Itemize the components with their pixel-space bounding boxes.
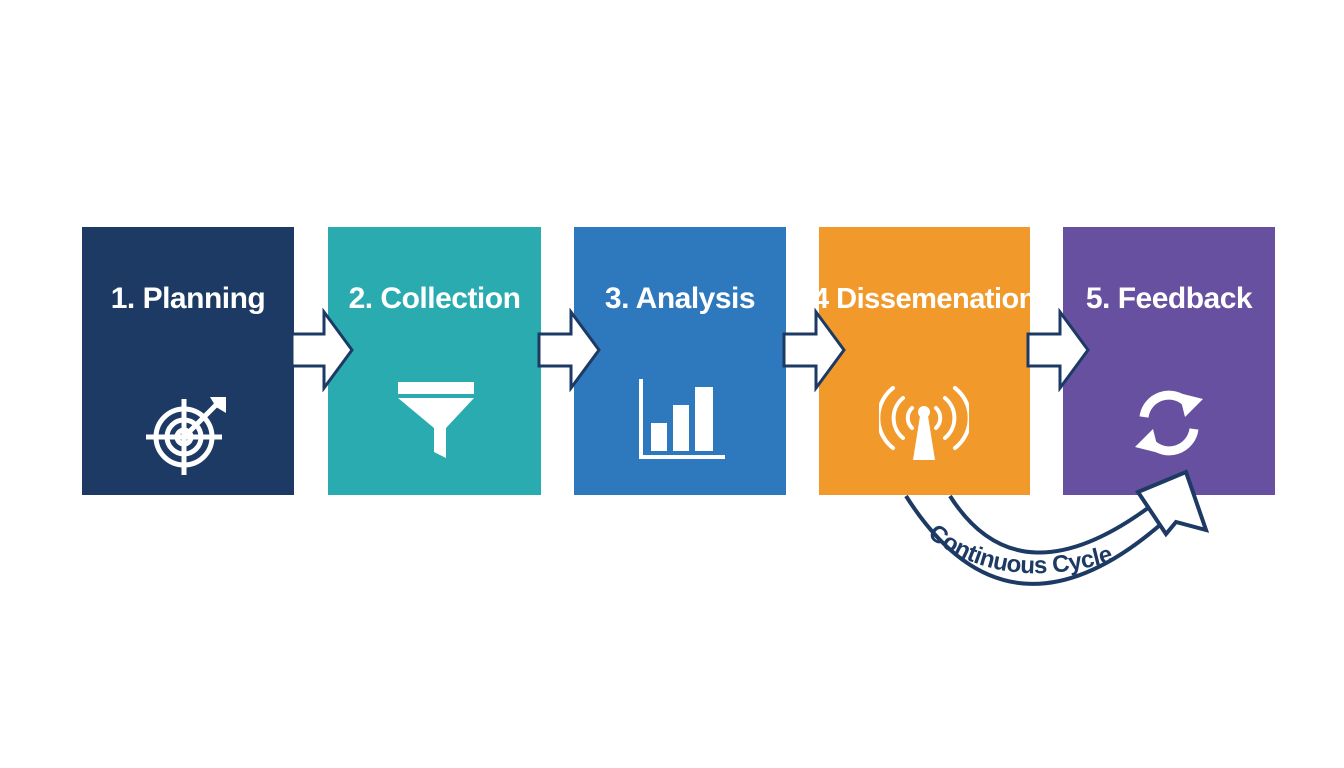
step-title-dissemination: 4 Dissemenation [813, 283, 1036, 315]
step-collection [328, 227, 541, 495]
arrow-right-icon [782, 308, 846, 392]
step-feedback [1063, 227, 1275, 495]
step-planning [82, 227, 294, 495]
step-title-analysis: 3. Analysis [604, 282, 756, 315]
funnel-icon [398, 382, 474, 458]
bar-chart-icon [639, 379, 725, 459]
target-icon [146, 397, 226, 475]
broadcast-icon [879, 386, 969, 460]
step-title-collection: 2. Collection [348, 282, 521, 315]
step-title-feedback: 5. Feedback [1085, 282, 1253, 315]
step-title-planning: 1. Planning [110, 282, 266, 315]
arrow-right-icon [290, 308, 354, 392]
arrow-right-icon [537, 308, 601, 392]
arrow-right-icon [1026, 308, 1090, 392]
refresh-icon [1135, 390, 1203, 456]
step-dissemination [819, 227, 1030, 495]
step-analysis [574, 227, 786, 495]
